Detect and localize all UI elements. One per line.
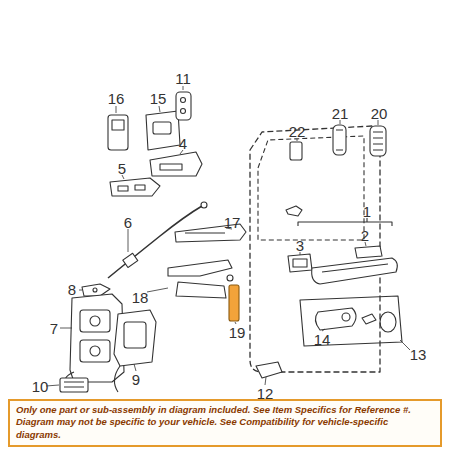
callout-number: 2 <box>361 228 369 243</box>
callout-number: 3 <box>296 238 304 253</box>
callout-number: 21 <box>332 106 349 121</box>
callout-number: 10 <box>32 379 49 394</box>
callout-number: 18 <box>132 290 149 305</box>
callout-number: 6 <box>124 215 132 230</box>
callout-number: 7 <box>50 321 58 336</box>
callout-number: 20 <box>371 106 388 121</box>
callout-number: 19 <box>229 325 246 340</box>
callout-number: 17 <box>224 215 241 230</box>
callout-number: 4 <box>179 136 187 151</box>
callout-number: 16 <box>108 91 125 106</box>
callout-number: 11 <box>175 71 191 86</box>
note-box: Only one part or sub-assembly in diagram… <box>8 399 442 447</box>
callout-number: 1 <box>363 204 371 219</box>
callout-number: 14 <box>314 332 331 347</box>
callout-number: 8 <box>68 282 76 297</box>
note-text: Only one part or sub-assembly in diagram… <box>10 401 440 444</box>
callout-number: 9 <box>132 372 140 387</box>
callout-number: 5 <box>118 161 126 176</box>
callout-number: 15 <box>150 91 167 106</box>
callout-number: 13 <box>410 347 427 362</box>
callout-number: 22 <box>289 124 306 139</box>
